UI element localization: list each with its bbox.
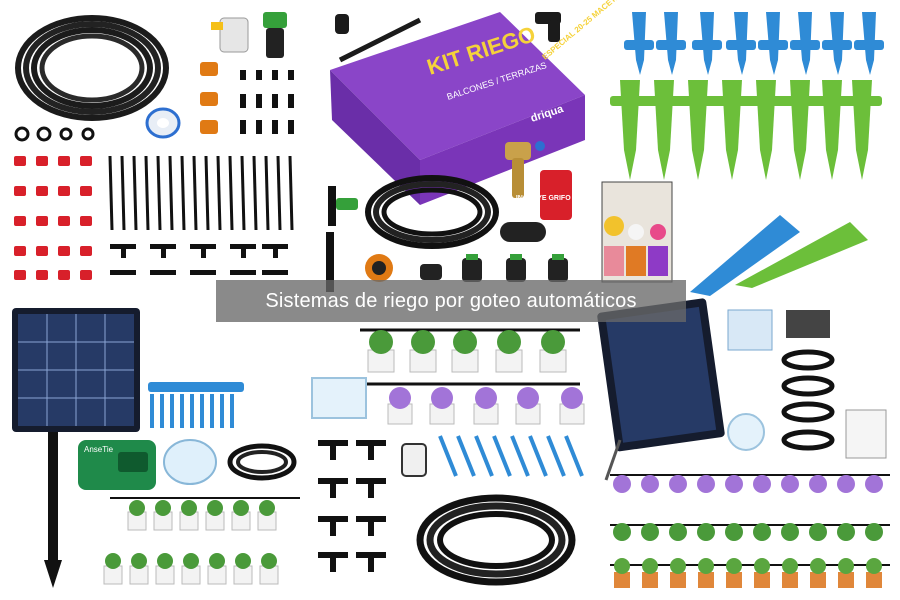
center-connectors [318,440,386,572]
top-fittings [335,12,561,63]
solar-panel-left [12,308,140,588]
bottom-coil [416,494,576,586]
t-connectors [110,244,288,275]
caption-text: Sistemas de riego por goteo automáticos [265,289,637,312]
balcony-plants [601,181,673,283]
center-coil [365,175,499,249]
water-bowl [163,439,217,485]
left-pot-rows [103,497,300,585]
washers [14,126,95,142]
filter [401,443,427,477]
controller-brand: AnseTie [84,445,114,454]
right-accessories [727,309,887,459]
kit-box [330,12,585,220]
black-stakes [108,155,294,231]
left-mini-coil [227,443,297,481]
faucet-badge-text: INCLUYE GRIFO LATÓN [516,193,596,202]
water-tank [311,377,367,419]
faucet-badge [540,170,572,220]
left-drippers [148,382,244,428]
water-pump-controller [78,440,156,490]
blue-stakes [438,435,584,477]
small-fittings [200,62,294,134]
red-emitters [14,156,92,280]
teflon-tape [145,107,181,139]
blue-spikes [624,12,884,75]
caption-banner: Sistemas de riego por goteo automáticos [216,280,686,322]
brass-faucet [505,141,545,198]
tap-adapters [211,12,287,58]
center-parts [326,186,568,292]
tube-coil [15,15,169,121]
green-spikes [610,80,882,180]
angled-spikes [690,215,868,296]
center-pot-rows [360,328,585,425]
right-pot-rows [610,474,890,588]
solar-panel-right [597,298,725,481]
